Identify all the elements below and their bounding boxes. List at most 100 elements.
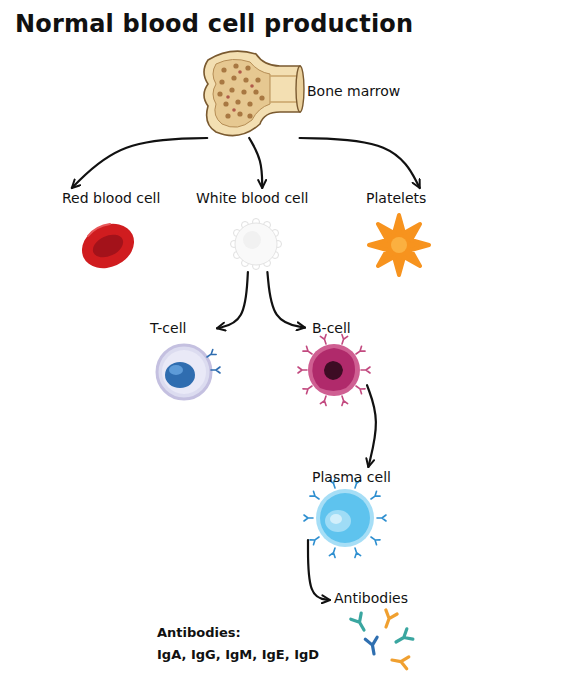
- red-blood-cell-illustration: [75, 216, 142, 277]
- b-cell-illustration: [298, 335, 370, 406]
- t-cell-illustration: [205, 349, 216, 359]
- plasma-cell-illustration: [330, 514, 342, 524]
- bone-marrow-illustration: [229, 87, 234, 92]
- red-blood-cell-illustration: [75, 216, 142, 277]
- t-cell-illustration: [157, 345, 220, 399]
- b-cell-illustration: [339, 335, 347, 345]
- bone-marrow-illustration: [231, 75, 236, 80]
- b-cell-illustration: [312, 348, 355, 391]
- flow-arrow: [217, 272, 248, 328]
- plasma-cell-illustration: [304, 515, 313, 521]
- t-cell-illustration: [162, 350, 206, 394]
- white-blood-cell-illustration: [235, 223, 277, 265]
- t-cell-illustration: [157, 345, 211, 399]
- t-cell-illustration: [169, 365, 183, 375]
- bone-marrow-illustration: [259, 95, 264, 100]
- plasma-cell-illustration: [310, 491, 321, 501]
- bone-marrow-illustration: [223, 101, 228, 106]
- white-blood-cell-illustration: [243, 231, 261, 249]
- antibodies-illustration: [380, 610, 397, 629]
- bone-marrow-illustration: [243, 77, 248, 82]
- cell-node: B-cell: [305, 318, 367, 398]
- bone-marrow-illustration: [217, 63, 264, 118]
- bone-marrow-illustration: [233, 63, 238, 68]
- cell-label: Plasma cell: [312, 469, 391, 485]
- antibodies-illustration: [351, 610, 413, 669]
- antibodies-illustration: [351, 613, 369, 633]
- bone-marrow-illustration: [238, 70, 242, 74]
- antibodies-illustration: [365, 637, 380, 655]
- flow-arrow: [308, 540, 330, 600]
- b-cell-illustration: [320, 335, 328, 345]
- t-cell-illustration: [165, 362, 195, 388]
- plasma-cell-illustration: [310, 535, 321, 545]
- plasma-cell-illustration: [369, 535, 380, 545]
- cell-node: Plasma cell: [308, 467, 398, 551]
- b-cell-illustration: [339, 395, 347, 405]
- plasma-cell-illustration: [352, 547, 360, 557]
- b-cell-illustration: [303, 346, 314, 356]
- cell-label: Antibodies: [334, 590, 408, 606]
- flow-arrow: [367, 385, 376, 467]
- b-cell-illustration: [308, 344, 360, 396]
- bone-marrow-illustration: [219, 79, 224, 84]
- platelet-illustration: [369, 215, 429, 275]
- b-cell-illustration: [298, 367, 307, 373]
- bone-marrow-illustration: [247, 101, 252, 106]
- bone-marrow-illustration: [226, 70, 254, 112]
- cell-node: T-cell: [145, 318, 217, 404]
- bone-marrow-illustration: [247, 113, 252, 118]
- flow-arrow: [300, 138, 420, 188]
- flow-arrow: [72, 138, 207, 188]
- bone-marrow-illustration: [217, 91, 222, 96]
- bone-marrow-illustration: [245, 65, 250, 70]
- white-blood-cell-illustration: [231, 219, 282, 270]
- cell-label: Bone marrow: [307, 83, 400, 99]
- b-cell-illustration: [320, 395, 328, 405]
- bone-marrow-illustration: [213, 59, 270, 127]
- t-cell-illustration: [205, 349, 220, 373]
- bone-marrow-illustration: [237, 111, 242, 116]
- bone-marrow-illustration: [235, 99, 240, 104]
- plasma-cell-illustration: [316, 489, 374, 547]
- bone-marrow-illustration: [225, 113, 230, 118]
- plasma-cell-illustration: [369, 491, 380, 501]
- plasma-cell-illustration: [329, 547, 337, 557]
- plasma-cell-illustration: [325, 510, 351, 532]
- antibodies-illustration: [393, 629, 413, 647]
- b-cell-illustration: [298, 335, 370, 406]
- plasma-cell-illustration: [304, 479, 386, 558]
- cell-node: White blood cell: [192, 188, 322, 272]
- bone-marrow-illustration: [270, 76, 298, 102]
- bone-marrow-illustration: [255, 77, 260, 82]
- white-blood-cell-illustration: [231, 219, 282, 270]
- bone-marrow-illustration: [204, 51, 300, 135]
- bone-marrow-illustration: [253, 89, 258, 94]
- flow-arrow: [267, 272, 305, 328]
- plasma-cell-illustration: [304, 479, 386, 558]
- cell-label: B-cell: [312, 320, 351, 336]
- bone-marrow-illustration: [204, 51, 304, 135]
- cell-label: White blood cell: [196, 190, 309, 206]
- plasma-cell-illustration: [320, 493, 370, 543]
- cell-node: Antibodies: [330, 588, 415, 668]
- flow-arrow: [249, 138, 262, 188]
- cell-label: Red blood cell: [62, 190, 160, 206]
- antibodies-illustration: [391, 654, 409, 669]
- red-blood-cell-illustration: [89, 230, 126, 262]
- cell-node: Red blood cell: [58, 188, 173, 274]
- bone-marrow-illustration: [250, 84, 254, 88]
- b-cell-illustration: [303, 384, 314, 394]
- bone-marrow-illustration: [296, 66, 304, 112]
- plasma-cell-illustration: [377, 515, 386, 521]
- cell-label: T-cell: [150, 320, 186, 336]
- bone-marrow-illustration: [232, 108, 236, 112]
- bone-marrow-illustration: [241, 89, 246, 94]
- cell-node: Platelets: [362, 188, 437, 278]
- bone-marrow-illustration: [221, 67, 226, 72]
- cell-label: Platelets: [366, 190, 426, 206]
- platelet-illustration: [369, 215, 429, 275]
